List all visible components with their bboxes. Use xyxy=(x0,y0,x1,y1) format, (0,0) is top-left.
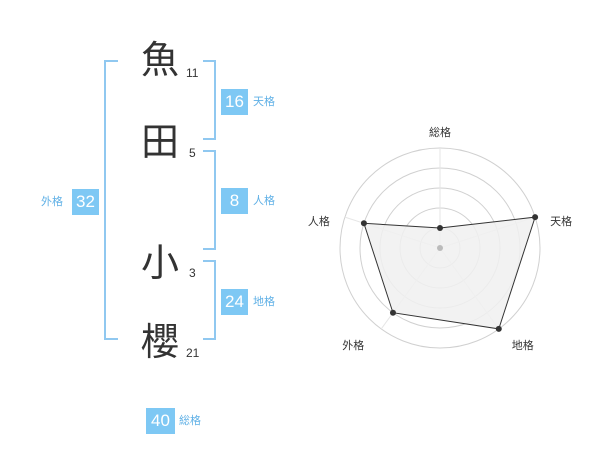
stroke-count-4: 21 xyxy=(186,346,200,360)
name-char-2: 田 xyxy=(141,120,180,164)
jinkaku-bracket xyxy=(203,150,216,250)
radar-point xyxy=(389,309,396,316)
chikaku-badge: 24 xyxy=(221,289,248,315)
chikaku-bracket xyxy=(203,260,216,340)
radar-point xyxy=(360,220,367,227)
jinkaku-badge: 8 xyxy=(221,188,248,214)
gaikaku-bracket xyxy=(104,60,118,340)
radar-point xyxy=(532,214,539,221)
tenkaku-badge: 16 xyxy=(221,89,248,115)
radar-axis-label: 地格 xyxy=(512,338,534,352)
radar-point xyxy=(437,225,443,231)
radar-series xyxy=(360,214,539,332)
name-char-1: 魚 xyxy=(141,38,180,82)
stroke-count-2: 5 xyxy=(189,146,196,160)
gaikaku-label: 外格 xyxy=(41,195,63,208)
radar-point xyxy=(495,325,502,332)
stroke-count-3: 3 xyxy=(189,266,196,280)
radar-axis-label: 総格 xyxy=(429,125,451,139)
radar-area xyxy=(363,216,536,330)
soukaku-badge: 40 xyxy=(146,408,175,434)
soukaku-label: 総格 xyxy=(179,414,201,427)
tenkaku-bracket xyxy=(203,60,216,140)
stroke-count-1: 11 xyxy=(186,66,199,80)
gaikaku-badge: 32 xyxy=(72,189,99,215)
radar-axis-label: 天格 xyxy=(550,214,572,228)
radar-axis-label: 外格 xyxy=(342,338,364,352)
chikaku-label: 地格 xyxy=(253,295,275,308)
name-char-4: 櫻 xyxy=(141,320,180,364)
radar-center xyxy=(437,245,443,251)
tenkaku-label: 天格 xyxy=(253,95,275,108)
name-char-3: 小 xyxy=(141,241,180,285)
radar-axis-label: 人格 xyxy=(308,214,330,228)
jinkaku-label: 人格 xyxy=(253,194,275,207)
